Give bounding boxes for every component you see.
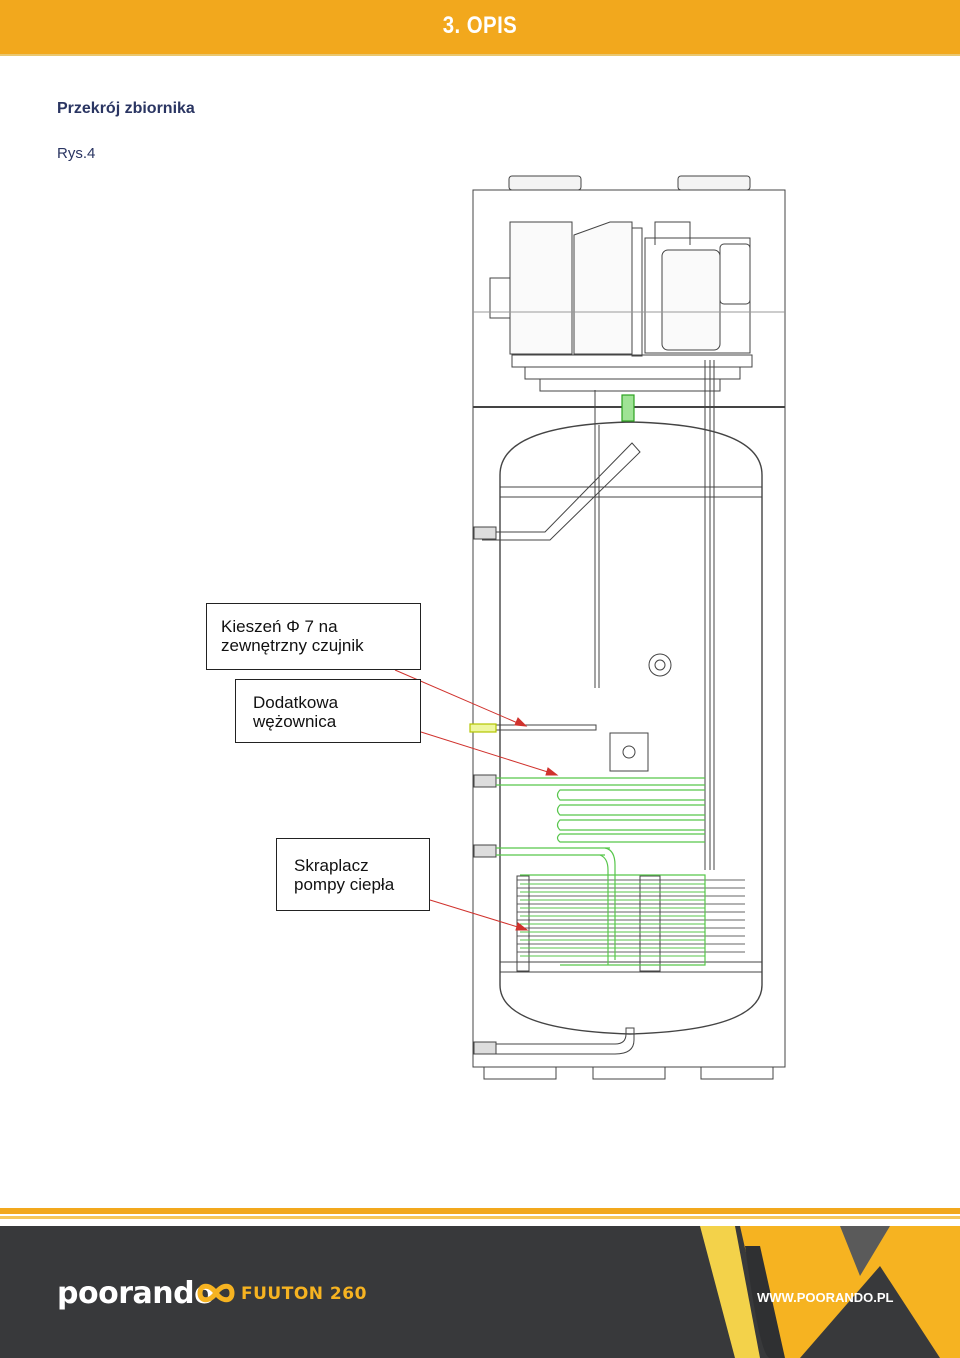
callout-extra-coil: Dodatkowa wężownica <box>235 679 421 743</box>
tank-cross-section-drawing <box>394 175 786 1080</box>
header-bar: 3. OPIS <box>0 0 960 56</box>
callout-condenser-line-1: Skraplacz <box>294 856 369 875</box>
callout-condenser: Skraplacz pompy ciepła <box>276 838 430 911</box>
callout-coil-line-2: wężownica <box>253 712 337 731</box>
section-heading: Przekrój zbiornika <box>57 100 195 117</box>
footer-decoration <box>680 1226 960 1358</box>
brand-logo: poorando <box>57 1276 215 1311</box>
callout-sensor-line-1: Kieszeń Φ 7 na <box>221 617 338 636</box>
product-name: FUUTON 260 <box>241 1284 367 1304</box>
callout-coil-line-1: Dodatkowa <box>253 693 339 712</box>
figure-label: Rys.4 <box>57 145 96 162</box>
website-url: WWW.POORANDO.PL <box>757 1290 894 1305</box>
infinity-logo-icon <box>197 1283 235 1303</box>
footer-stripe <box>0 1208 960 1219</box>
air-outlet-duct <box>677 175 751 191</box>
callout-sensor-pocket: Kieszeń Φ 7 na zewnętrzny czujnik <box>206 603 421 670</box>
callout-condenser-line-2: pompy ciepła <box>294 875 395 894</box>
page-title: 3. OPIS <box>442 12 518 39</box>
air-inlet-duct <box>508 175 582 191</box>
footer: poorando FUUTON 260 WWW.POORANDO.PL <box>0 1226 960 1358</box>
callout-sensor-line-2: zewnętrzny czujnik <box>221 636 364 655</box>
